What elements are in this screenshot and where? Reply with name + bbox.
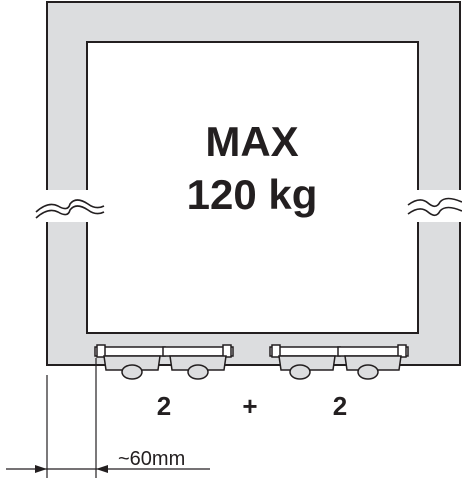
roller-3 [269, 344, 341, 380]
weight-label: 120 kg [187, 171, 318, 218]
roller-count-left: 2 [157, 391, 171, 421]
break-symbol-left [34, 190, 105, 222]
max-label: MAX [205, 118, 298, 165]
break-symbol-right [404, 190, 462, 222]
dimension-line [6, 358, 210, 478]
roller-4 [337, 344, 409, 380]
dimension-label: ~60mm [118, 448, 185, 470]
roller-count-right: 2 [333, 391, 347, 421]
plus-sign: + [242, 391, 257, 421]
door-frame [46, 1, 461, 366]
dimension-arrow-left [35, 465, 47, 473]
dimension-arrow-right [96, 465, 108, 473]
roller-2 [162, 344, 234, 380]
roller-1 [94, 344, 166, 380]
